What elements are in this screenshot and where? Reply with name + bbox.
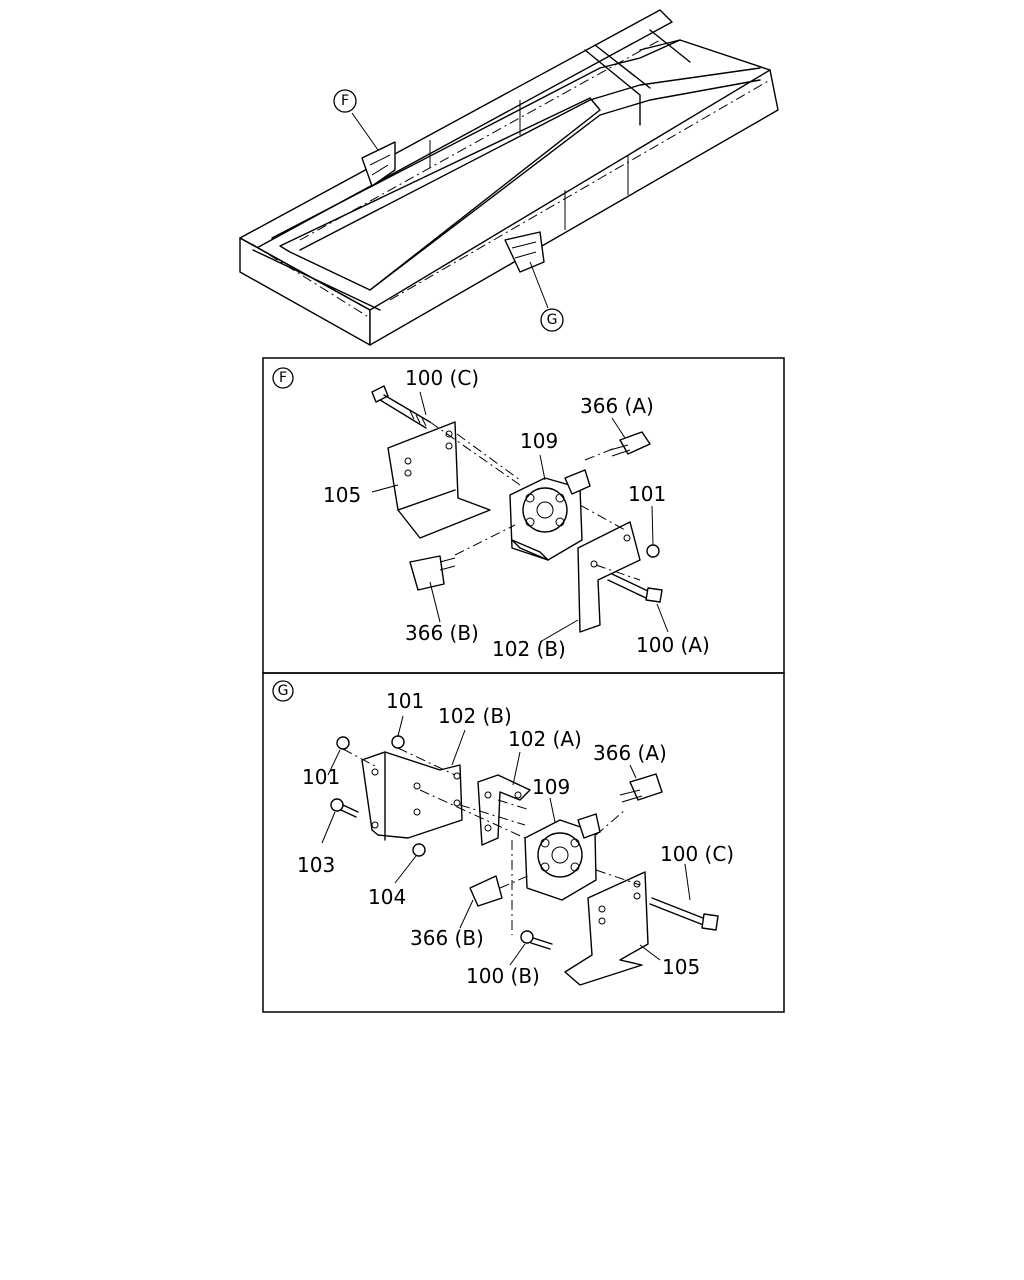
- callout-f-overview: F: [333, 89, 357, 113]
- label-f-109: 109: [520, 429, 558, 453]
- callout-f-label: F: [341, 93, 349, 109]
- detail-g-tag: G: [272, 680, 294, 702]
- detail-f-labels: 100 (C) 366 (A) 109 105 101 366 (B) 102 …: [323, 366, 710, 661]
- label-f-100a: 100 (A): [636, 633, 710, 657]
- label-g-101-top: 101: [386, 689, 424, 713]
- label-g-100b: 100 (B): [466, 964, 540, 988]
- label-g-109: 109: [532, 775, 570, 799]
- label-f-366b: 366 (B): [405, 621, 479, 645]
- label-g-104: 104: [368, 885, 406, 909]
- label-g-366a: 366 (A): [593, 741, 667, 765]
- detail-f-tag: F: [272, 367, 294, 389]
- label-g-102b: 102 (B): [438, 704, 512, 728]
- label-f-101: 101: [628, 482, 666, 506]
- detail-f-parts: [371, 385, 669, 643]
- callout-g-label: G: [547, 312, 558, 328]
- label-f-102b: 102 (B): [492, 637, 566, 661]
- label-g-103: 103: [297, 853, 335, 877]
- label-g-105: 105: [662, 955, 700, 979]
- detail-g-tag-label: G: [278, 683, 289, 699]
- label-f-105: 105: [323, 483, 361, 507]
- detail-g-labels: 101 102 (B) 102 (A) 366 (A) 101 109 103 …: [297, 689, 734, 988]
- detail-f-tag-label: F: [279, 370, 287, 386]
- chassis-frame-overview: [239, 9, 779, 346]
- detail-g-parts: [321, 715, 719, 986]
- label-f-100c: 100 (C): [405, 366, 479, 390]
- label-g-102a: 102 (A): [508, 727, 582, 751]
- callout-g-overview: G: [540, 308, 564, 332]
- label-g-366b: 366 (B): [410, 926, 484, 950]
- label-f-366a: 366 (A): [580, 394, 654, 418]
- label-g-100c: 100 (C): [660, 842, 734, 866]
- label-g-101-left: 101: [302, 765, 340, 789]
- detail-g-panel: [262, 672, 785, 1013]
